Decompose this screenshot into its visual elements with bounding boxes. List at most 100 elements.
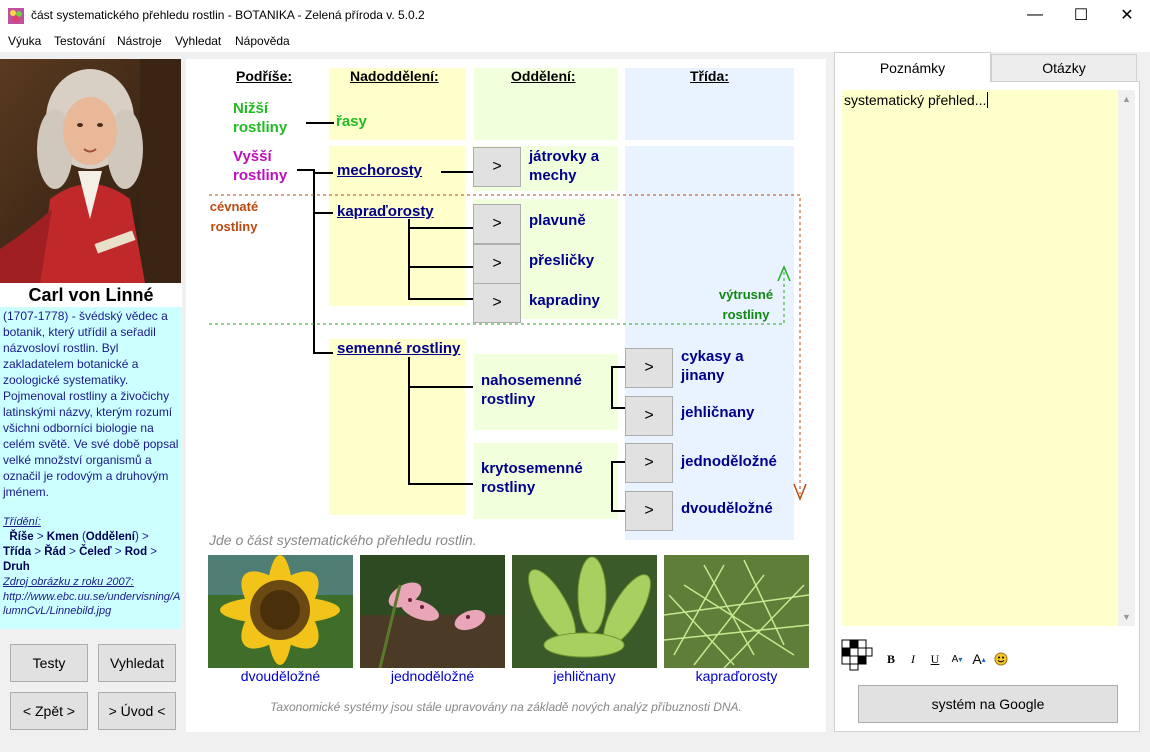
node-jehlicnany: jehličnany <box>681 404 755 421</box>
google-search-button[interactable]: systém na Google <box>858 685 1118 723</box>
caption-dvoudelozne[interactable]: dvouděložné <box>240 668 321 684</box>
minimize-icon: — <box>1027 6 1043 23</box>
rank-rise: Říše <box>9 531 34 543</box>
go-button-kapradiny[interactable]: > <box>473 283 521 323</box>
connector <box>313 169 315 354</box>
underline-button[interactable]: U <box>930 651 940 666</box>
connector <box>611 407 625 409</box>
link-kapradorosty[interactable]: kapraďorosty <box>337 203 434 220</box>
rank-oddeleni: Oddělení <box>85 531 135 543</box>
intro-button[interactable]: > Úvod < <box>98 692 176 730</box>
connector <box>611 510 625 512</box>
header-oddeleni: Oddělení: <box>511 68 576 84</box>
connector <box>408 298 473 300</box>
node-dvoudelozne: dvouděložné <box>681 500 773 517</box>
connector <box>408 386 473 388</box>
link-mechorosty[interactable]: mechorosty <box>337 162 423 179</box>
connector <box>313 172 333 174</box>
go-button-jatrovky[interactable]: > <box>473 147 521 187</box>
menu-napoveda[interactable]: Nápověda <box>235 34 290 48</box>
window-title: část systematického přehledu rostlin - B… <box>31 8 425 22</box>
photo-lily[interactable] <box>360 555 505 668</box>
rank-rod: Rod <box>124 546 148 558</box>
vyhledat-button[interactable]: Vyhledat <box>98 644 176 682</box>
go-button-dvoudelozne[interactable]: > <box>625 491 673 531</box>
go-button-jednodelozne[interactable]: > <box>625 443 673 483</box>
close-button[interactable]: ✕ <box>1104 0 1150 30</box>
go-button-plavune[interactable]: > <box>473 204 521 244</box>
header-trida: Třída: <box>690 68 729 84</box>
notes-textarea[interactable]: systematický přehled... <box>842 90 1118 626</box>
italic-button[interactable]: I <box>911 651 915 666</box>
menu-vyhledat[interactable]: Vyhledat <box>175 34 222 48</box>
label-cevnate-rostliny: cévnaté rostliny <box>209 199 259 234</box>
scroll-up-icon[interactable]: ▲ <box>1122 94 1131 104</box>
person-bio: (1707-1778) - švédský vědec a botanik, k… <box>3 309 179 499</box>
go-button-jehlicnany[interactable]: > <box>625 396 673 436</box>
connector <box>313 212 333 214</box>
rank-druh: Druh <box>3 561 30 573</box>
node-jatrovky-a-mechy: játrovky a mechy <box>529 148 600 184</box>
scroll-down-icon[interactable]: ▼ <box>1122 612 1131 622</box>
dna-note: Taxonomické systémy jsou stále upravován… <box>270 700 742 714</box>
menu-bar: Výuka Testování Nástroje Vyhledat Nápově… <box>0 30 1150 52</box>
text-cursor <box>987 92 989 108</box>
node-cykasy-a-jinany: cykasy a jinany <box>681 348 744 384</box>
caption-jednodelozne[interactable]: jednoděložné <box>390 668 475 684</box>
header-nadoddeleni: Nadoddělení: <box>350 68 439 84</box>
menu-testovani[interactable]: Testování <box>54 34 106 48</box>
node-vyssi-rostliny: Vyšší rostliny <box>233 148 288 184</box>
node-nizsi-rostliny: Nižší rostliny <box>233 100 288 136</box>
maximize-icon: ☐ <box>1073 7 1089 24</box>
photo-sunflower[interactable] <box>208 555 353 668</box>
go-button-preslicky[interactable]: > <box>473 244 521 284</box>
notes-panel: systematický přehled... ▲ ▼ B I U A▾ A▴ … <box>834 52 1140 732</box>
title-bar: část systematického přehledu rostlin - B… <box>0 0 1150 30</box>
connector <box>611 461 625 463</box>
go-button-cykasy[interactable]: > <box>625 348 673 388</box>
link-semenne-rostliny[interactable]: semenné rostliny <box>337 340 461 357</box>
info-panel: Carl von Linné (1707-1778) - švédský věd… <box>0 59 182 629</box>
photo-horsetail[interactable] <box>664 555 809 668</box>
back-button[interactable]: < Zpět > <box>10 692 88 730</box>
tab-poznamky[interactable]: Poznámky <box>834 52 991 82</box>
caption-jehlicnany[interactable]: jehličnany <box>553 668 616 684</box>
testy-button[interactable]: Testy <box>10 644 88 682</box>
image-source-url: http://www.ebc.uu.se/undervisning/AlumnC… <box>3 591 181 617</box>
font-larger-icon[interactable]: A▴ <box>972 651 986 667</box>
node-kapradiny: kapradiny <box>529 292 600 309</box>
diagram-note: Jde o část systematického přehledu rostl… <box>209 532 477 548</box>
tab-otazky[interactable]: Otázky <box>991 54 1137 82</box>
bold-button[interactable]: B <box>886 651 895 666</box>
connector <box>408 227 473 229</box>
connector <box>408 483 473 485</box>
menu-nastroje[interactable]: Nástroje <box>117 34 162 48</box>
maximize-button[interactable]: ☐ <box>1058 0 1104 30</box>
box-rasy <box>329 68 466 140</box>
classification-diagram: Podříše: Nadoddělení: Oddělení: Třída: N… <box>186 59 826 732</box>
app-icon <box>8 8 24 24</box>
classification-hierarchy: Říše > Kmen (Oddělení) > Třída > Řád > Č… <box>3 531 158 573</box>
node-jednodelozne: jednoděložné <box>681 453 777 470</box>
classification-label: Třídění: <box>3 516 41 528</box>
person-name: Carl von Linné <box>0 283 182 307</box>
emoji-icon[interactable] <box>992 650 1010 668</box>
node-preslicky: přesličky <box>529 252 595 269</box>
rank-kmen: Kmen <box>46 531 79 543</box>
connector <box>611 366 625 368</box>
notes-scrollbar[interactable]: ▲ ▼ <box>1118 90 1135 626</box>
photo-conifer[interactable] <box>512 555 657 668</box>
minimize-button[interactable]: — <box>1012 0 1058 30</box>
connector <box>408 357 410 484</box>
box-oddeleni-top <box>474 68 618 140</box>
node-krytosemenne: krytosemenné rostliny <box>481 460 583 496</box>
font-smaller-icon[interactable]: A▾ <box>951 653 963 665</box>
menu-vyuka[interactable]: Výuka <box>8 34 42 48</box>
node-nahosemenne: nahosemenné rostliny <box>481 372 582 408</box>
caption-kapradorosty[interactable]: kapraďorosty <box>695 668 778 684</box>
box-semenne <box>329 339 466 515</box>
box-krytosemenne <box>474 443 618 519</box>
connector <box>441 171 473 173</box>
crossword-icon[interactable] <box>840 638 874 672</box>
image-source-label: Zdroj obrázku z roku 2007: <box>3 576 134 588</box>
